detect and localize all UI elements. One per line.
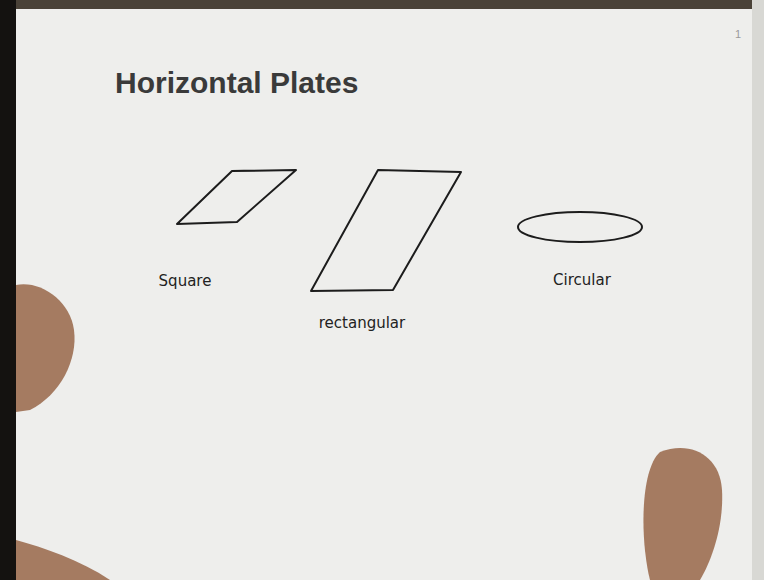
- left-hand-bottom: [16, 540, 110, 580]
- shape-label: rectangular: [319, 314, 405, 332]
- page-number: 1: [735, 28, 741, 40]
- circular-plate: [518, 212, 642, 242]
- slide-title: Horizontal Plates: [115, 66, 358, 100]
- square-plate: [177, 170, 296, 224]
- right-hand: [643, 448, 722, 580]
- left-hand: [16, 284, 75, 412]
- rectangular-plate: [311, 170, 461, 291]
- shape-label: Square: [159, 272, 212, 290]
- right-edge: [752, 0, 764, 580]
- shape-label: Circular: [553, 271, 611, 289]
- top-edge: [0, 0, 764, 9]
- left-edge: [0, 0, 16, 580]
